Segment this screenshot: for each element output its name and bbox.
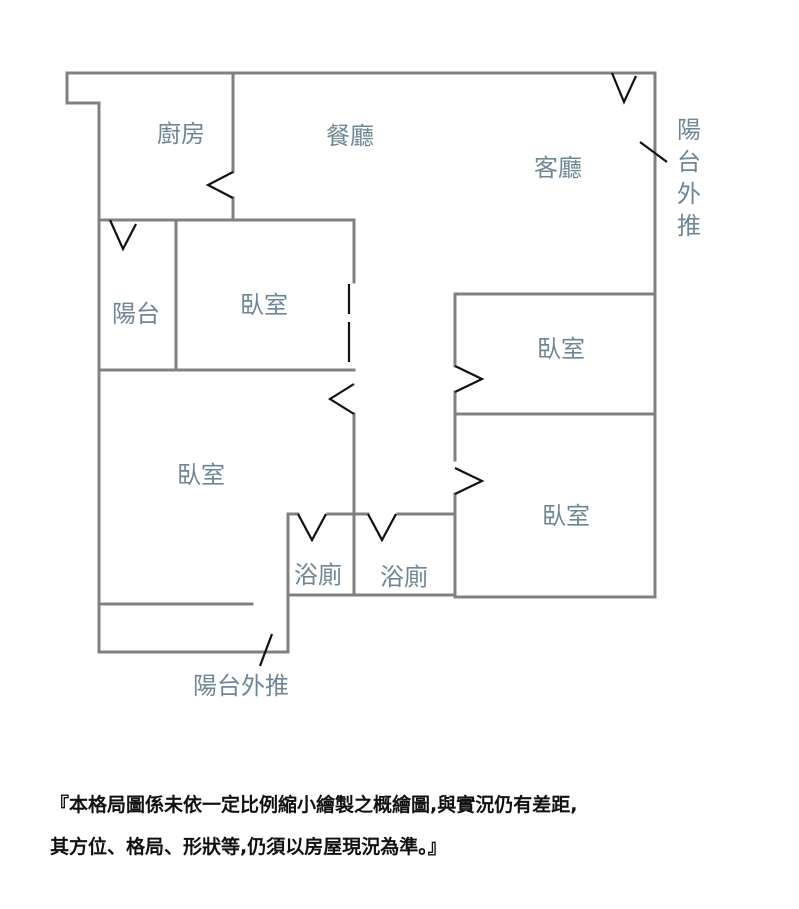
disclaimer-line-1: 『本格局圖係未依一定比例縮小繪製之概繪圖,與實況仍有差距,	[50, 794, 578, 816]
label-balcony-right-1: 陽	[677, 116, 701, 144]
label-bathroom-2: 浴廁	[380, 563, 428, 591]
label-bedroom-right-lower: 臥室	[542, 502, 590, 530]
balcony-bottom-pointer	[258, 633, 274, 667]
label-living: 客廳	[534, 154, 582, 182]
disclaimer-line-2: 其方位、格局、形狀等,仍須以房屋現況為準。』	[50, 836, 447, 858]
room-labels: 廚房 餐廳 客廳 陽台 臥室 臥室 臥室 臥室 浴廁 浴廁 陽 台 外 推 陽台…	[112, 116, 701, 700]
door-bedroom-left	[327, 383, 355, 415]
label-balcony-bottom: 陽台外推	[193, 672, 289, 700]
label-balcony-right-4: 推	[677, 212, 701, 240]
walls	[65, 71, 657, 654]
label-dining: 餐廳	[326, 122, 374, 150]
door-balcony-small	[108, 219, 137, 252]
door-kitchen	[205, 171, 234, 199]
label-bedroom-left-large: 臥室	[177, 461, 225, 489]
label-bedroom-right-upper: 臥室	[537, 335, 585, 363]
label-balcony-small: 陽台	[112, 300, 160, 328]
label-balcony-right-3: 外	[677, 180, 701, 208]
door-bathroom-2	[367, 513, 397, 543]
doors	[108, 72, 668, 667]
door-bedroom-right-upper	[454, 365, 485, 393]
label-bathroom-1: 浴廁	[294, 561, 342, 589]
door-living-top	[610, 72, 637, 105]
door-bathroom-1	[297, 513, 327, 543]
label-balcony-right-2: 台	[677, 148, 701, 176]
door-bedroom-right-lower	[454, 467, 485, 495]
label-bedroom-top: 臥室	[240, 291, 288, 319]
label-kitchen: 廚房	[157, 120, 205, 148]
balcony-right-pointer	[639, 141, 668, 163]
